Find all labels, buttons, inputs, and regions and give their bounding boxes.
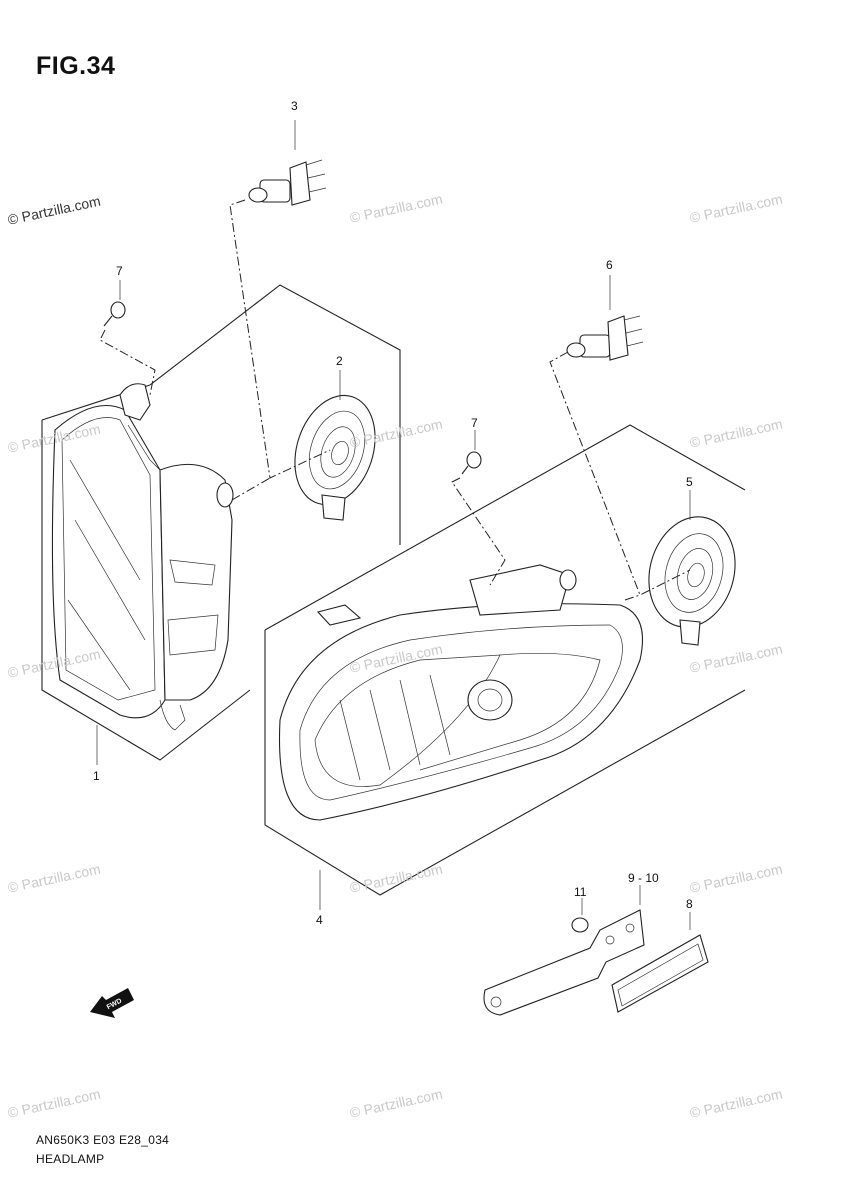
part-1-headlamp-side <box>51 383 234 731</box>
part-2-bulb-cover <box>294 394 376 521</box>
callout-8: 8 <box>686 897 693 911</box>
part-11-nut <box>571 917 589 933</box>
part-8-reflector <box>611 934 709 1013</box>
callout-9-10: 9 - 10 <box>628 871 659 885</box>
callout-4: 4 <box>316 913 323 927</box>
part-5-bulb-cover <box>648 516 736 646</box>
part-7-screw-right <box>461 451 482 475</box>
figure-title: FIG.34 <box>36 52 116 80</box>
callout-2: 2 <box>336 354 343 368</box>
part-6-bulb <box>566 315 644 361</box>
callout-7-left: 7 <box>116 264 123 278</box>
figure-name: HEADLAMP <box>36 1152 105 1166</box>
fwd-arrow-icon: FWD <box>90 988 134 1018</box>
figure-code: AN650K3 E03 E28_034 <box>36 1133 170 1147</box>
part-4-headlamp-front <box>278 564 644 821</box>
assembly-lines <box>99 199 691 601</box>
leader-lines <box>96 120 691 930</box>
callout-6: 6 <box>606 258 613 272</box>
callout-1: 1 <box>93 769 100 783</box>
part-3-bulb <box>248 159 327 206</box>
callout-7-right: 7 <box>471 416 478 430</box>
part-9-10-bracket <box>483 909 645 1016</box>
callout-5: 5 <box>686 475 693 489</box>
callout-3: 3 <box>291 99 298 113</box>
part-7-screw-left <box>103 301 126 327</box>
right-assembly-box <box>264 424 746 896</box>
callout-11: 11 <box>574 885 587 899</box>
